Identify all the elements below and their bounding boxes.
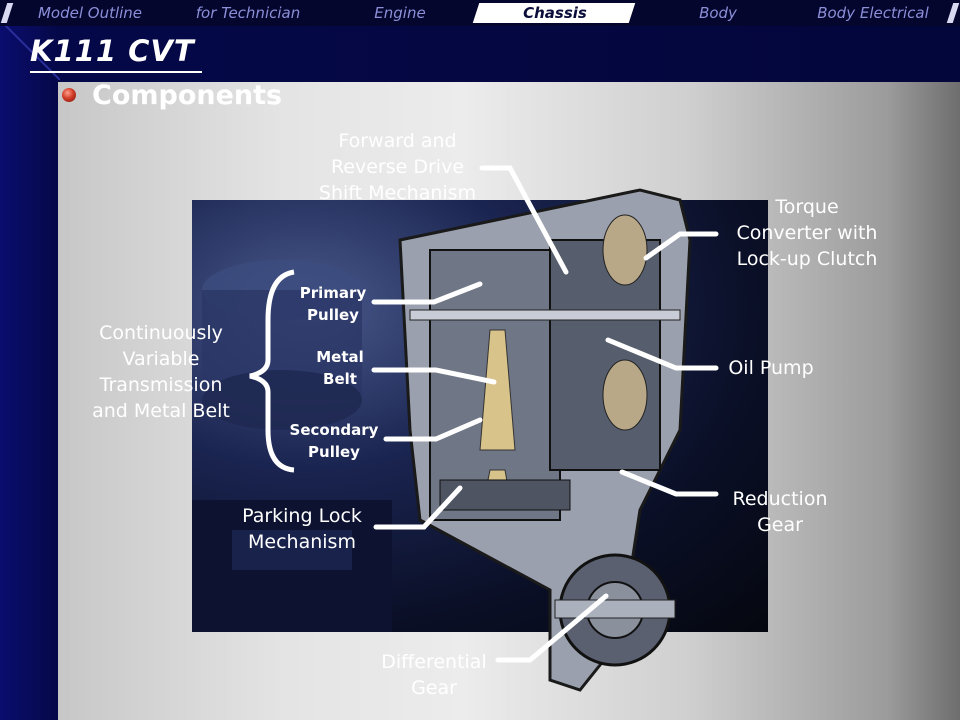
tab-chassis[interactable]: Chassis (523, 4, 587, 22)
top-nav: Model Outline for Technician Engine Chas… (0, 0, 960, 26)
forward-reverse-line-1: Forward and (338, 130, 457, 152)
section-heading: Components (92, 80, 283, 111)
tab-for-technician[interactable]: for Technician (195, 4, 301, 22)
page-title: K111 CVT (30, 34, 195, 68)
parking-lock-line-1: Parking Lock (242, 505, 362, 527)
oil-pump-label: Oil Pump (716, 355, 826, 381)
forward-reverse-line-3: Shift Mechanism (318, 182, 477, 204)
secondary-pulley-label: Secondary Pulley (280, 419, 388, 463)
differential-gear-label: Differential Gear (366, 649, 502, 701)
torque-converter-line-1: Torque (775, 196, 839, 218)
nav-left-marker (0, 3, 14, 23)
metal-belt-line-1: Metal (316, 348, 364, 366)
reduction-gear-line-2: Gear (757, 514, 803, 536)
tab-model-outline[interactable]: Model Outline (37, 4, 143, 22)
torque-converter-line-3: Lock-up Clutch (736, 248, 878, 270)
metal-belt-line-2: Belt (323, 370, 357, 388)
differential-line-1: Differential (381, 651, 487, 673)
cvt-line-2: Variable (122, 348, 200, 370)
cvt-line-4: and Metal Belt (92, 400, 230, 422)
primary-pulley-line-2: Pulley (307, 306, 359, 324)
differential-line-2: Gear (411, 677, 457, 699)
secondary-pulley-line-1: Secondary (289, 421, 379, 439)
metal-belt-label: Metal Belt (300, 346, 380, 390)
parking-lock-label: Parking Lock Mechanism (222, 503, 382, 555)
forward-reverse-line-2: Reverse Drive (330, 156, 465, 178)
nav-right-marker (946, 3, 960, 23)
secondary-pulley-line-2: Pulley (308, 443, 360, 461)
primary-pulley-label: Primary Pulley (290, 282, 376, 326)
parking-lock-line-2: Mechanism (248, 531, 356, 553)
tab-body[interactable]: Body (699, 4, 737, 22)
title-underline (30, 71, 202, 73)
cvt-metal-belt-label: Continuously Variable Transmission and M… (76, 320, 246, 424)
tab-body-electrical[interactable]: Body Electrical (817, 4, 929, 22)
cvt-line-3: Transmission (99, 374, 223, 396)
primary-pulley-line-1: Primary (299, 284, 367, 302)
forward-reverse-label: Forward and Reverse Drive Shift Mechanis… (305, 128, 490, 206)
oil-pump-line-1: Oil Pump (728, 357, 814, 379)
reduction-gear-line-1: Reduction (732, 488, 828, 510)
torque-converter-label: Torque Converter with Lock-up Clutch (722, 194, 892, 272)
tab-engine[interactable]: Engine (374, 4, 426, 22)
reduction-gear-label: Reduction Gear (720, 486, 840, 538)
cvt-cutaway-illustration (398, 188, 692, 692)
torque-converter-line-2: Converter with (736, 222, 878, 244)
cvt-line-1: Continuously (99, 322, 223, 344)
corner-decoration (0, 20, 60, 80)
bullet-icon (62, 88, 76, 102)
